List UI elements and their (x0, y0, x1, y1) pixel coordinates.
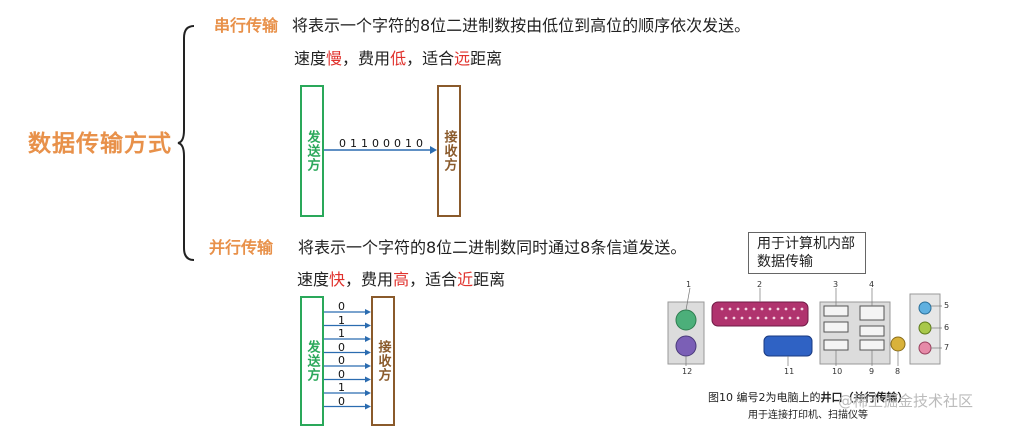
figure-subcaption: 用于连接打印机、扫描仪等 (748, 410, 868, 421)
parallel-properties: 速度快，费用高，适合近距离 (297, 270, 506, 289)
port-number-9: 9 (869, 367, 875, 376)
serial-sender-box: 发送方 (300, 85, 324, 217)
main-title: 数据传输方式 (28, 131, 172, 157)
parallel-description: 将表示一个字符的8位二进制数同时通过8条信道发送。 (298, 238, 687, 257)
parallel-channel-arrowhead (365, 322, 371, 329)
parallel-sender-box: 发送方 (300, 296, 324, 426)
port-number-1: 1 (686, 280, 692, 289)
serial-description: 将表示一个字符的8位二进制数按由低位到高位的顺序依次发送。 (292, 16, 751, 35)
port-number-5: 5 (944, 301, 950, 310)
parallel-channel-arrowhead (365, 376, 371, 383)
parallel-channel-arrowhead (365, 363, 371, 369)
parallel-channel-arrowhead (365, 336, 371, 342)
parallel-bit: 0 (338, 367, 345, 381)
parallel-channel-arrowhead (365, 309, 371, 315)
port-number-4: 4 (869, 280, 875, 289)
parallel-channel-arrowhead (365, 403, 371, 410)
parallel-bit: 0 (338, 300, 345, 313)
brace-graphic (177, 25, 195, 261)
port-number-10: 10 (832, 367, 843, 376)
parallel-channel-arrowhead (365, 349, 371, 356)
parallel-bit: 1 (338, 327, 345, 340)
port-number-6: 6 (944, 323, 950, 332)
parallel-arrows (324, 309, 371, 410)
serial-receiver-box: 接收方 (437, 85, 461, 217)
parallel-heading: 并行传输 (209, 238, 274, 257)
port-number-2: 2 (757, 280, 763, 289)
serial-bits: 01100010 (339, 137, 427, 150)
parallel-bit: 0 (338, 354, 345, 367)
port-panel-image (667, 287, 942, 366)
port-number-12: 12 (682, 367, 693, 376)
parallel-bit: 1 (338, 313, 345, 327)
port-number-3: 3 (833, 280, 839, 289)
port-number-11: 11 (784, 367, 795, 376)
figure-caption: 图10 编号2为电脑上的井口（并行传输） (708, 391, 909, 404)
parallel-bit: 1 (338, 381, 345, 394)
serial-arrow (324, 146, 437, 154)
port-number-7: 7 (944, 343, 950, 352)
parallel-channel-arrowhead (365, 390, 371, 396)
watermark: @稀土掘金技术社区 (838, 392, 974, 410)
serial-properties: 速度慢，费用低，适合远距离 (294, 49, 503, 68)
usage-note: 用于计算机内部数据传输 (748, 232, 866, 274)
serial-heading: 串行传输 (214, 16, 279, 35)
parallel-bit: 0 (338, 340, 345, 354)
port-number-8: 8 (895, 367, 901, 376)
parallel-bit: 0 (338, 394, 345, 408)
parallel-receiver-box: 接收方 (371, 296, 395, 426)
